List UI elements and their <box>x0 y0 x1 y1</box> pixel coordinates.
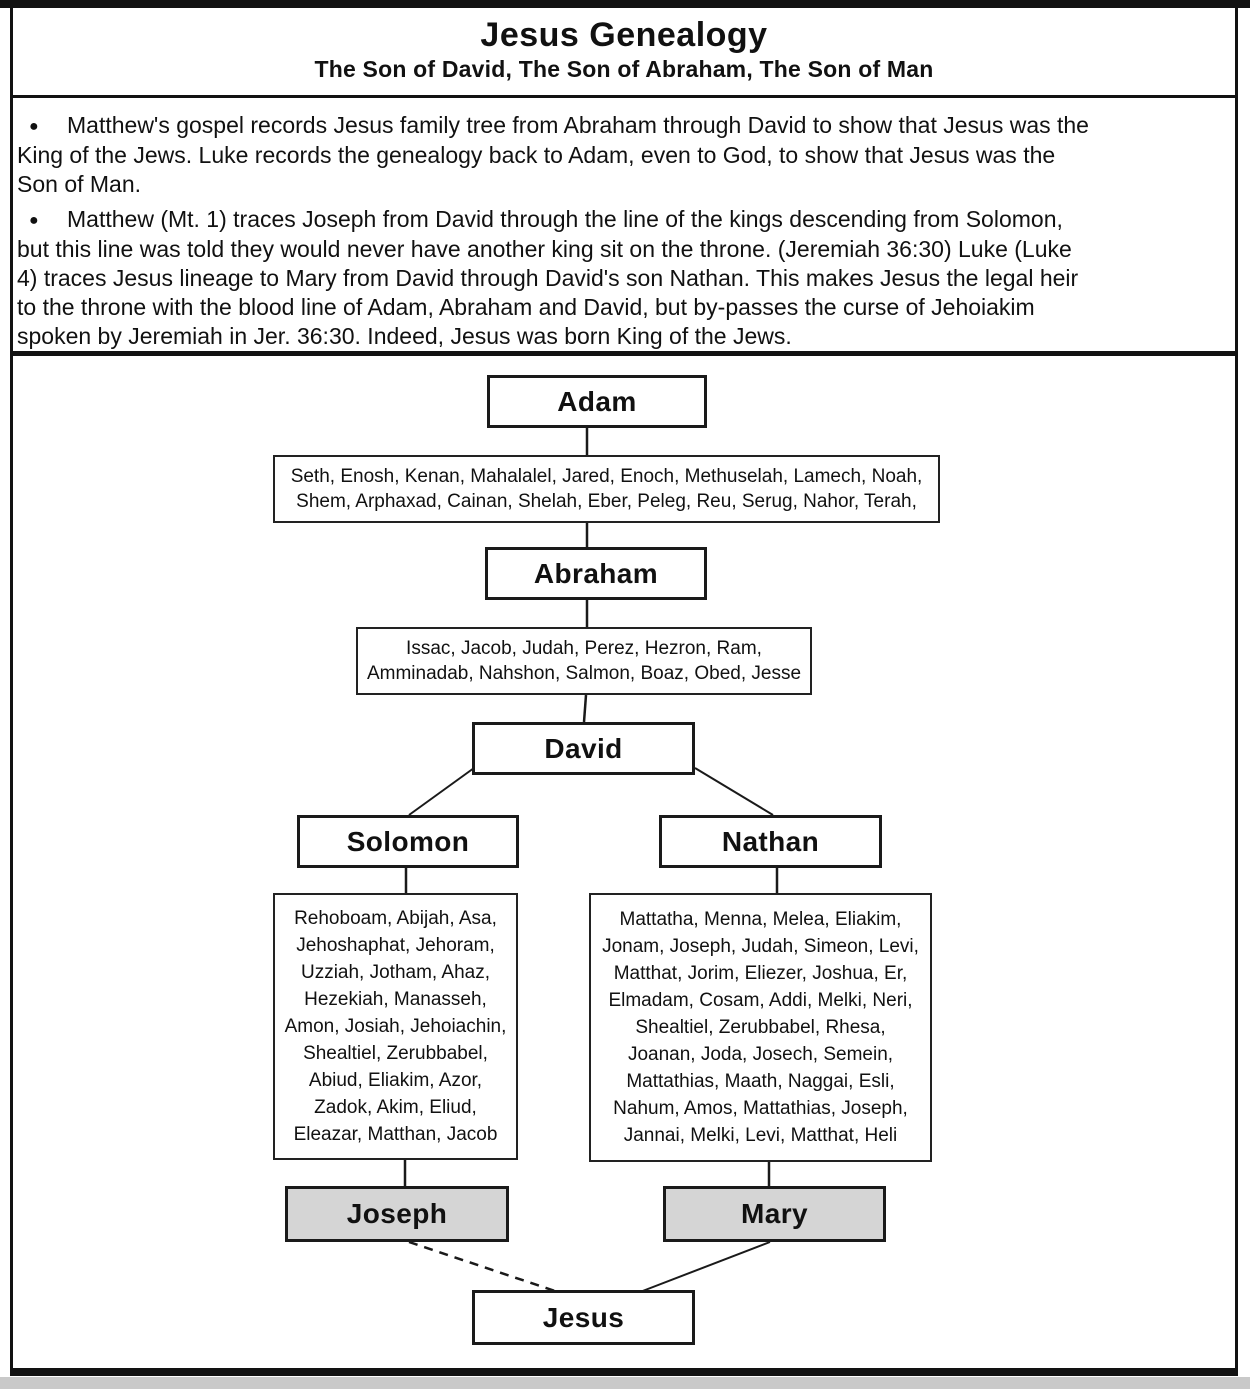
intro-bullet-2: ●Matthew (Mt. 1) traces Joseph from Davi… <box>17 205 1223 351</box>
page-bottom-margin <box>0 1377 1250 1389</box>
node-nathan: Nathan <box>659 815 882 868</box>
node-david: David <box>472 722 695 775</box>
document-frame: Jesus Genealogy The Son of David, The So… <box>10 8 1238 1376</box>
page-subtitle: The Son of David, The Son of Abraham, Th… <box>314 56 934 82</box>
connector-mary-to-jesus <box>639 1241 771 1293</box>
page-top-border <box>0 0 1250 8</box>
node-abraham: Abraham <box>485 547 707 600</box>
bullet-icon: ● <box>29 212 39 229</box>
node-abraham-to-david-list: Issac, Jacob, Judah, Perez, Hezron, Ram,… <box>356 627 812 695</box>
node-david-label: David <box>544 732 623 764</box>
intro-section: ●Matthew's gospel records Jesus family t… <box>13 98 1235 356</box>
page-title: Jesus Genealogy <box>480 16 768 54</box>
connector-david-to-solomon <box>408 767 475 816</box>
node-adam-to-abraham-list: Seth, Enosh, Kenan, Mahalalel, Jared, En… <box>273 455 940 523</box>
node-abraham-label: Abraham <box>533 557 659 589</box>
connector-joseph-to-jesus-dashed <box>408 1240 559 1294</box>
node-adam: Adam <box>487 375 707 428</box>
node-solomon-label: Solomon <box>346 825 470 857</box>
bullet-icon: ● <box>29 118 39 135</box>
tree-connector-lines <box>403 428 779 1294</box>
node-nathan-label: Nathan <box>721 825 820 857</box>
title-section: Jesus Genealogy The Son of David, The So… <box>13 8 1235 98</box>
node-joseph-label: Joseph <box>346 1198 448 1229</box>
node-mary-label: Mary <box>741 1198 808 1229</box>
intro-bullet-1-text: Matthew's gospel records Jesus family tr… <box>17 112 1089 197</box>
node-mary: Mary <box>663 1186 886 1242</box>
intro-bullet-1: ●Matthew's gospel records Jesus family t… <box>17 111 1223 199</box>
node-jesus-label: Jesus <box>542 1301 625 1333</box>
connector-list-to-david <box>582 694 588 723</box>
node-solomon-to-joseph-list: Rehoboam, Abijah, Asa, Jehoshaphat, Jeho… <box>273 893 518 1160</box>
node-joseph: Joseph <box>285 1186 509 1242</box>
node-solomon: Solomon <box>297 815 519 868</box>
intro-bullet-2-text: Matthew (Mt. 1) traces Joseph from David… <box>17 206 1079 349</box>
node-nathan-to-mary-list: Mattatha, Menna, Melea, Eliakim, Jonam, … <box>589 893 932 1162</box>
node-jesus: Jesus <box>472 1290 695 1345</box>
genealogy-tree: Adam Seth, Enosh, Kenan, Mahalalel, Jare… <box>13 356 1235 1368</box>
connector-david-to-nathan <box>694 767 774 816</box>
node-adam-label: Adam <box>557 385 637 417</box>
